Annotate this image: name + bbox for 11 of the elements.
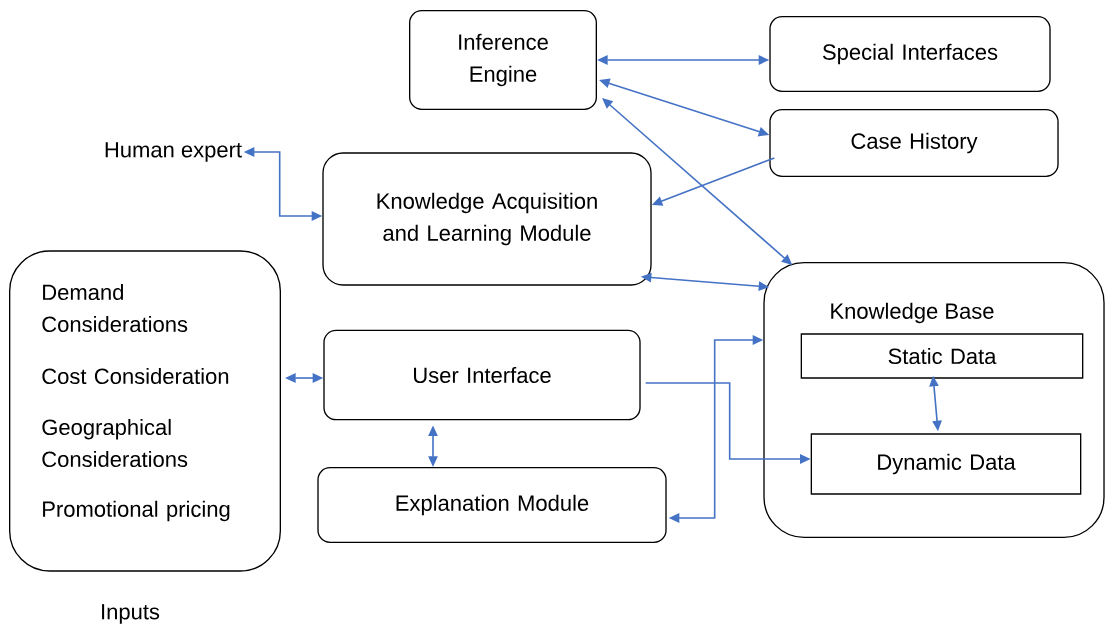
process-box: Explanation Module [317,467,667,543]
process-box: User Interface [323,329,641,421]
process-box: Knowledge Acquisition and Learning Module [322,152,652,286]
process-box: Special Interfaces [769,16,1051,92]
node-label: Inputs [102,604,160,624]
process-box: Static Data [800,333,1084,379]
process-box: Inference Engine [409,10,597,110]
process-box: Dynamic Data [810,433,1082,495]
node-label: Human expert [105,142,242,162]
input-list-box: Demand Considerations Cost Consideration Geographical Considerations Promotional pricing [9,250,281,572]
process-box: Case History [769,109,1059,177]
